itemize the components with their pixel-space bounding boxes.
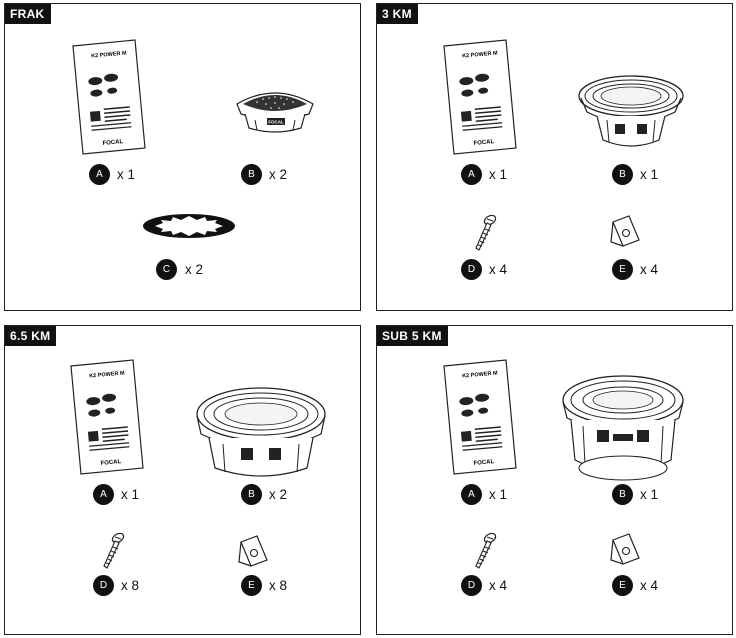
clip-icon (610, 533, 640, 565)
item-letter-badge: D (461, 575, 482, 596)
item-letter-badge: A (461, 164, 482, 185)
item-quantity: x 1 (640, 167, 659, 182)
gasket-ring-icon (143, 214, 235, 238)
panel-6-5km: 6.5 KM K2 POWER M FOCAL A x 1 B x 2 (4, 325, 361, 635)
item-letter-badge: C (156, 259, 177, 280)
panel-title: 3 KM (377, 4, 418, 24)
screw-icon (475, 532, 497, 569)
manual-booklet-icon: K2 POWER M FOCAL (72, 39, 146, 155)
tweeter-icon: FOCAL (236, 92, 314, 133)
manual-booklet-icon: K2 POWER M FOCAL (443, 359, 517, 475)
svg-text:K2 POWER M: K2 POWER M (462, 50, 498, 59)
panel-sub-5km: SUB 5 KM K2 POWER M FOCAL A x 1 B x 1 (376, 325, 733, 635)
clip-icon (610, 215, 640, 247)
item-letter-badge: B (241, 484, 262, 505)
item-letter-badge: E (241, 575, 262, 596)
panel-title: 6.5 KM (5, 326, 57, 346)
speaker-icon (196, 387, 326, 477)
svg-text:FOCAL: FOCAL (100, 459, 121, 467)
item-letter-badge: B (241, 164, 262, 185)
item-quantity: x 2 (269, 167, 288, 182)
item-letter-badge: B (612, 484, 633, 505)
item-quantity: x 8 (121, 578, 140, 593)
item-quantity: x 1 (121, 487, 140, 502)
svg-text:K2 POWER M: K2 POWER M (462, 370, 498, 379)
item-letter-badge: E (612, 259, 633, 280)
svg-text:FOCAL: FOCAL (268, 120, 284, 125)
item-letter-badge: D (93, 575, 114, 596)
item-quantity: x 1 (489, 167, 508, 182)
item-quantity: x 4 (640, 262, 659, 277)
manual-booklet-icon: K2 POWER M FOCAL (443, 39, 517, 155)
panel-3km: 3 KM K2 POWER M FOCAL A x 1 B x 1 (376, 3, 733, 311)
panel-title: FRAK (5, 4, 51, 24)
item-letter-badge: A (93, 484, 114, 505)
item-quantity: x 1 (489, 487, 508, 502)
item-quantity: x 4 (640, 578, 659, 593)
item-quantity: x 1 (117, 167, 136, 182)
screw-icon (475, 214, 497, 251)
clip-icon (238, 535, 268, 567)
speaker-icon (578, 75, 684, 147)
item-quantity: x 1 (640, 487, 659, 502)
item-letter-badge: E (612, 575, 633, 596)
manual-booklet-icon: K2 POWER M FOCAL (70, 359, 144, 475)
svg-text:FOCAL: FOCAL (102, 139, 123, 147)
item-quantity: x 8 (269, 578, 288, 593)
item-quantity: x 4 (489, 262, 508, 277)
panel-title: SUB 5 KM (377, 326, 448, 346)
item-quantity: x 2 (185, 262, 204, 277)
item-quantity: x 4 (489, 578, 508, 593)
screw-icon (103, 532, 125, 569)
item-letter-badge: B (612, 164, 633, 185)
item-letter-badge: A (89, 164, 110, 185)
item-letter-badge: A (461, 484, 482, 505)
svg-text:K2 POWER M: K2 POWER M (91, 50, 127, 59)
svg-text:K2 POWER M: K2 POWER M (89, 370, 125, 379)
panel-frak: FRAK K2 POWER M FOCAL FOCAL A x 1 B x 2 (4, 3, 361, 311)
svg-text:FOCAL: FOCAL (473, 459, 494, 467)
svg-text:FOCAL: FOCAL (473, 139, 494, 147)
subwoofer-icon (562, 375, 684, 481)
item-quantity: x 2 (269, 487, 288, 502)
item-letter-badge: D (461, 259, 482, 280)
